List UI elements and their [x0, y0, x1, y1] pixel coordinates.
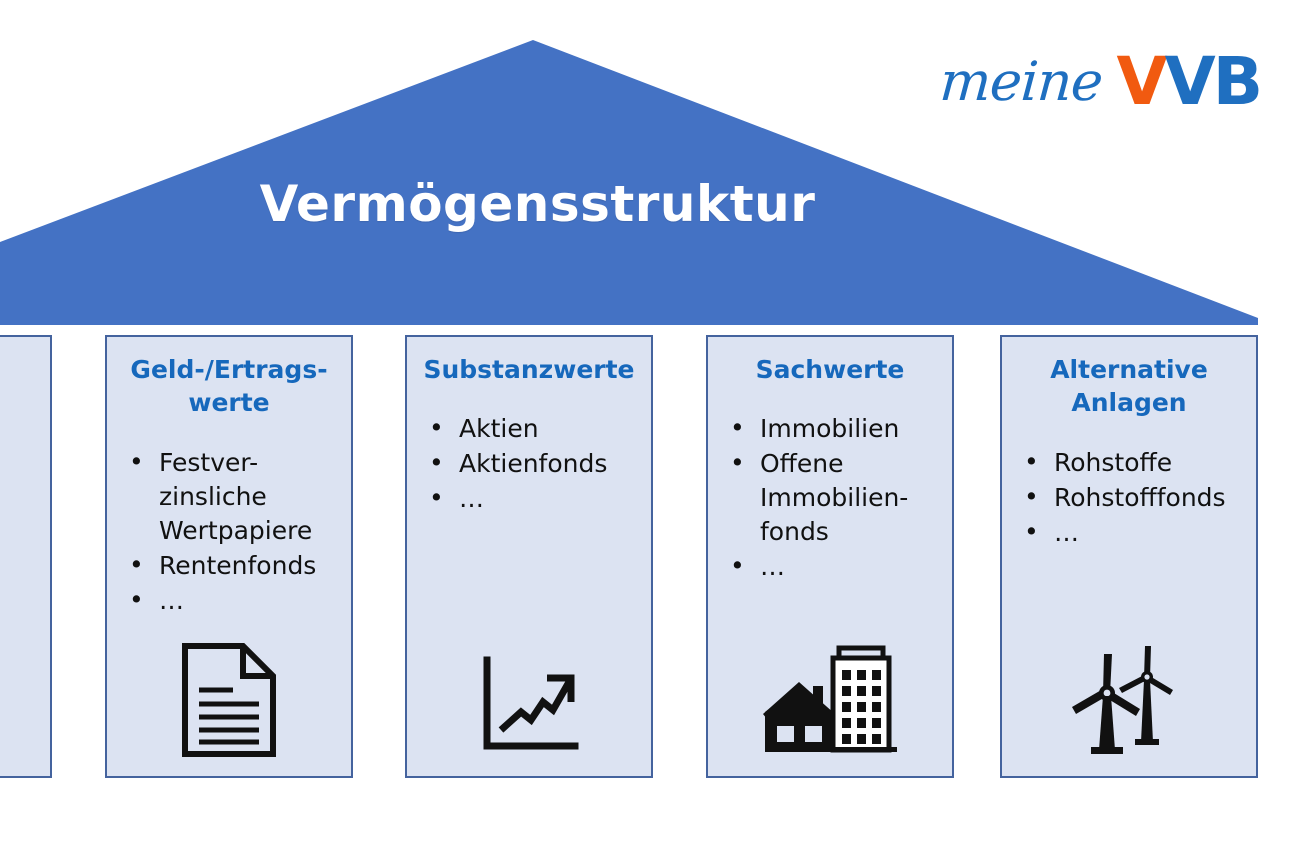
pillar-item-list: Rohstoffe Rohstofffonds … — [1002, 445, 1256, 550]
pillar-item-list: Festver- zinsliche Wertpapiere Rentenfon… — [107, 445, 351, 618]
list-item-line-3: Wertpapiere — [159, 515, 313, 545]
list-item-line-1: Festver- — [159, 447, 259, 477]
list-item: Rohstoffe — [1020, 445, 1246, 480]
pillar-icon-slot — [1002, 634, 1256, 762]
roof-shape — [0, 0, 1290, 325]
list-item: Festver- zinsliche Wertpapiere — [125, 445, 341, 548]
pillar-icon-slot — [708, 642, 952, 762]
pillar-geld-ertragswerte: Geld-/Ertrags- werte Festver- zinsliche … — [105, 335, 353, 778]
real-estate-icon — [763, 642, 897, 762]
logo-mark-letters: VB — [1164, 42, 1263, 120]
list-item: … — [125, 583, 341, 618]
list-item: Rohstofffonds — [1020, 480, 1246, 515]
list-item-line-2: zinsliche — [159, 481, 267, 511]
list-item: … — [425, 481, 641, 516]
pillar-item-list: Immobilien Offene Immobilien- fonds … — [708, 411, 952, 584]
pillar-row: Geld-/Ertrags- werte Festver- zinsliche … — [0, 335, 1290, 780]
list-item: Rentenfonds — [125, 548, 341, 583]
logo-script-word: meine — [938, 49, 1105, 113]
pillar-icon-slot — [107, 642, 351, 762]
pillar-partial-left — [0, 335, 52, 778]
pillar-heading-line-2: werte — [188, 388, 270, 418]
pillar-substanzwerte: Substanzwerte Aktien Aktienfonds … — [405, 335, 653, 778]
pillar-item-list: Aktien Aktienfonds … — [407, 411, 651, 516]
logo-accent-letter: V — [1116, 42, 1168, 120]
list-item-line-2: Immobilien- — [760, 483, 909, 513]
list-item: … — [726, 549, 942, 584]
pillar-sachwerte: Sachwerte Immobilien Offene Immobilien- … — [706, 335, 954, 778]
pillar-heading: Substanzwerte — [423, 355, 635, 384]
list-item: Immobilien — [726, 411, 942, 446]
pillar-heading: Alternative Anlagen — [1002, 337, 1256, 420]
list-item: … — [1020, 515, 1246, 550]
list-item-line-1: Offene — [760, 449, 844, 479]
pillar-alternative-anlagen: Alternative Anlagen Rohstoffe Rohstofffo… — [1000, 335, 1258, 778]
brand-logo: meine V VB — [860, 43, 1263, 120]
list-item: Offene Immobilien- fonds — [726, 446, 942, 549]
list-item: Aktien — [425, 411, 641, 446]
list-item: Aktienfonds — [425, 446, 641, 481]
page-title: Vermögensstruktur — [259, 175, 816, 233]
pillar-heading: Geld-/Ertrags- werte — [107, 337, 351, 420]
pillar-heading-line-2: Anlagen — [1071, 388, 1187, 418]
pillar-heading: Sachwerte — [755, 355, 905, 384]
list-item-line-3: fonds — [760, 517, 829, 547]
document-icon — [181, 642, 277, 762]
wind-turbines-icon — [1069, 634, 1189, 762]
pillar-heading — [0, 337, 50, 353]
growth-chart-icon — [477, 654, 581, 762]
pillar-heading-line-1: Geld-/Ertrags- — [130, 355, 328, 384]
pillar-heading-line-1: Alternative — [1050, 355, 1208, 384]
pillar-icon-slot — [407, 654, 651, 762]
